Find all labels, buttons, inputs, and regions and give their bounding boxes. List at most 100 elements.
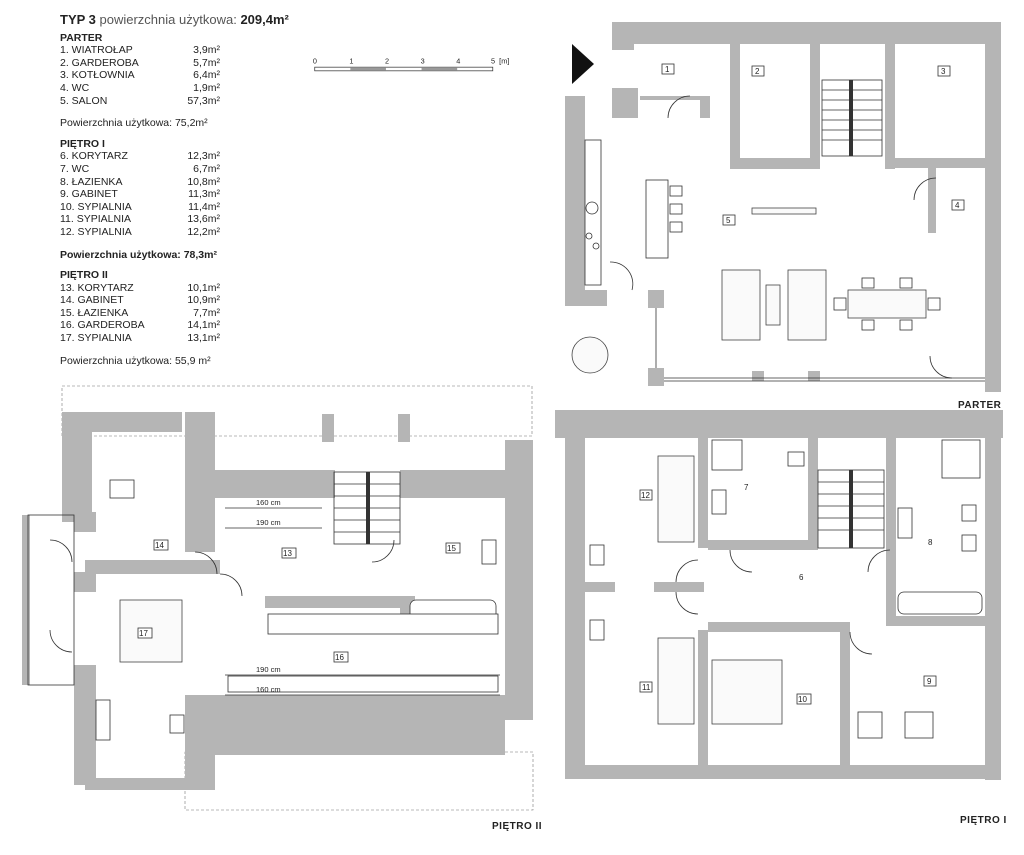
scale-tick: 1	[349, 57, 353, 66]
pietro1-heading: PIĘTRO I	[60, 137, 105, 150]
door-swing	[219, 573, 243, 597]
room-number-11: 11	[642, 683, 651, 692]
parter-plan: 1 2 3 4 5	[565, 22, 1001, 392]
room-name: 1. WIATROŁAP	[60, 44, 133, 57]
room-row: 3. KOTŁOWNIA 6,4m²	[60, 69, 220, 82]
room-area: 7,7m²	[193, 306, 220, 319]
post	[752, 371, 764, 381]
room-area: 10,9m²	[187, 294, 220, 307]
wall	[565, 290, 607, 306]
room-tag	[639, 489, 653, 501]
room-area: 6,4m²	[193, 69, 220, 82]
stool	[669, 185, 683, 197]
room-name: 3. KOTŁOWNIA	[60, 69, 135, 82]
wall	[74, 572, 96, 592]
wall	[505, 440, 533, 720]
shower	[941, 439, 981, 479]
wall	[810, 44, 820, 169]
wall	[62, 412, 182, 432]
wall	[555, 410, 1003, 438]
pietro2-plan: 160 cm 190 cm 190 cm 160 cm 14 13 15 16 …	[22, 385, 534, 811]
title-value: 209,4m²	[240, 12, 289, 27]
post	[648, 290, 664, 308]
wall	[730, 158, 820, 169]
wall	[185, 695, 505, 755]
legend-panel: TYP 3 powierzchnia użytkowa: 209,4m² PAR…	[60, 12, 350, 375]
door-swing	[675, 559, 699, 583]
wall	[885, 44, 895, 169]
wall	[565, 438, 585, 778]
room-tag	[137, 627, 153, 639]
pietro2-heading: PIĘTRO II	[60, 269, 108, 282]
room-number-9: 9	[927, 677, 932, 686]
wall	[85, 778, 215, 790]
room-name: 13. KORYTARZ	[60, 281, 134, 294]
dining-chair	[833, 297, 847, 311]
wall	[640, 96, 700, 100]
room-tag	[661, 63, 675, 75]
room-name: 10. SYPIALNIA	[60, 200, 132, 213]
toilet	[787, 451, 805, 467]
desk	[109, 479, 135, 499]
wall	[840, 622, 850, 772]
door-swing	[49, 629, 73, 653]
wall	[322, 414, 334, 442]
desk-chair	[589, 544, 605, 566]
room-area: 6,7m²	[193, 162, 220, 175]
chair	[169, 714, 185, 734]
room-area: 14,1m²	[187, 319, 220, 332]
bed	[657, 455, 695, 543]
room-tag	[937, 65, 951, 77]
room-area: 13,6m²	[187, 213, 220, 226]
room-tag	[153, 539, 169, 551]
room-tag	[639, 681, 653, 693]
wall	[398, 414, 410, 442]
dimension-160: 160 cm	[256, 498, 281, 507]
room-number-17: 17	[139, 629, 148, 638]
wall	[185, 695, 215, 790]
bed	[711, 659, 783, 725]
room-number-10: 10	[798, 695, 807, 704]
terrace-table	[571, 336, 609, 374]
room-area: 5,7m²	[193, 56, 220, 69]
toilet	[961, 534, 977, 552]
sink	[481, 539, 497, 565]
room-name: 11. SYPIALNIA	[60, 213, 132, 226]
scale-tick: 0	[313, 57, 317, 66]
title-label: powierzchnia użytkowa:	[99, 12, 237, 27]
sink	[711, 489, 727, 515]
dimension-160: 160 cm	[256, 685, 281, 694]
wall	[612, 22, 634, 50]
toilet	[961, 504, 977, 522]
desk	[95, 699, 111, 741]
room-name: 4. WC	[60, 81, 90, 94]
post	[648, 368, 664, 386]
wall	[74, 512, 96, 532]
wall	[85, 560, 220, 574]
room-tag	[951, 199, 965, 211]
staircase	[821, 79, 883, 157]
scale-tick: 4	[456, 57, 460, 66]
balcony	[27, 514, 75, 686]
scale-tick: 2	[385, 57, 389, 66]
dining-table	[847, 289, 927, 319]
scale-bar: 0 1 2 3 4 5 [m]	[313, 57, 509, 72]
dining-chair	[899, 277, 913, 289]
door-swing	[675, 591, 699, 615]
wall	[565, 765, 985, 779]
room-name: 15. ŁAZIENKA	[60, 306, 129, 319]
door-swing	[929, 355, 953, 379]
shower	[711, 439, 743, 471]
room-number-13: 13	[283, 549, 292, 558]
door-swing	[49, 539, 73, 563]
wall	[265, 596, 415, 608]
wall	[400, 470, 510, 498]
roof-outline	[184, 751, 534, 811]
